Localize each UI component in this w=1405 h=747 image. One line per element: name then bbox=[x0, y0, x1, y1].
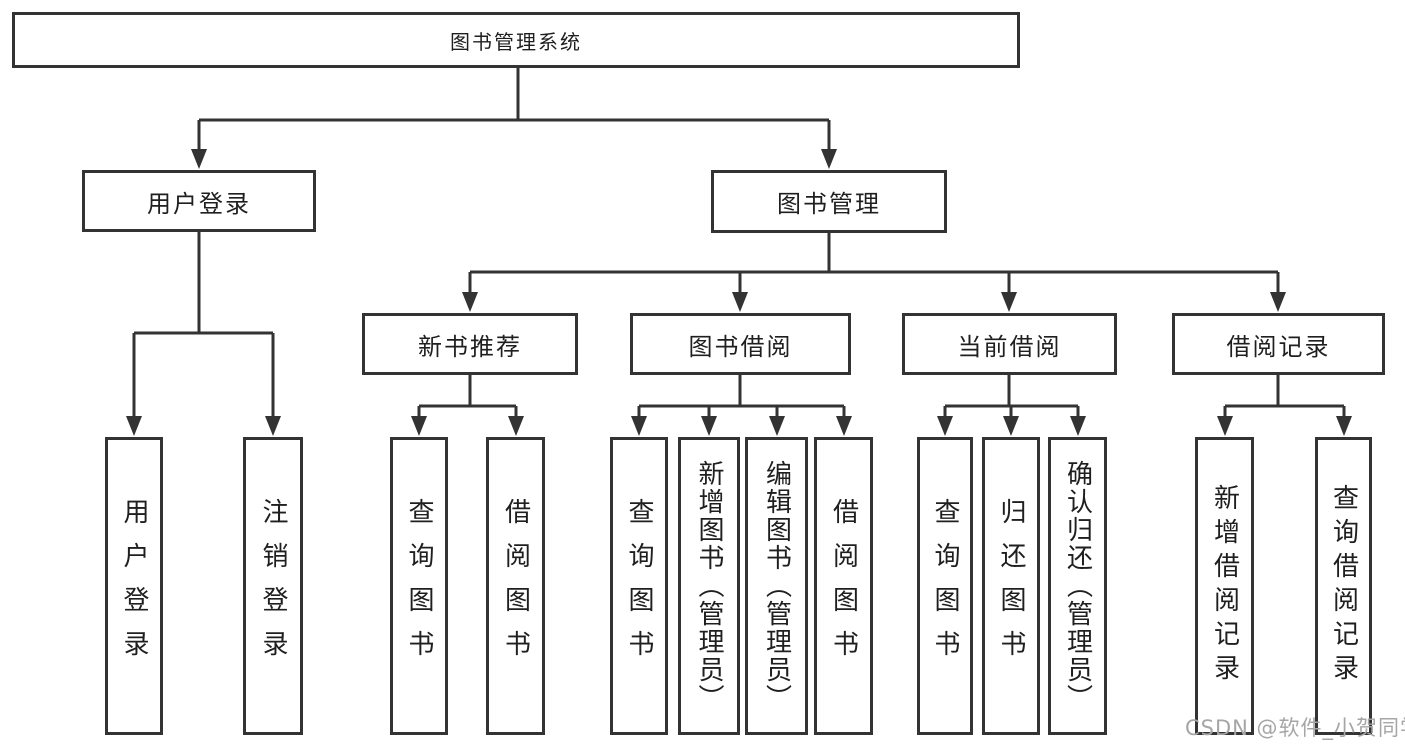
leaf-query-borrow-record: 查询借阅记录 bbox=[1315, 437, 1372, 735]
node-book-management: 图书管理 bbox=[711, 170, 947, 233]
leaf-logout: 注销登录 bbox=[243, 437, 303, 735]
leaf-borrow-books-borrow: 借阅图书 bbox=[814, 437, 873, 735]
node-library-system: 图书管理系统 bbox=[12, 12, 1020, 68]
leaf-query-books-new: 查询图书 bbox=[390, 437, 448, 735]
leaf-query-books-current: 查询图书 bbox=[917, 437, 973, 735]
node-user-login: 用户登录 bbox=[82, 170, 316, 232]
leaf-add-book-admin: 新增图书（管理员） bbox=[678, 437, 740, 735]
csdn-watermark: CSDN @软件_小贺同学 bbox=[1185, 716, 1405, 740]
leaf-query-books-borrow: 查询图书 bbox=[610, 437, 668, 735]
leaf-user-login: 用户登录 bbox=[105, 437, 163, 735]
leaf-add-borrow-record: 新增借阅记录 bbox=[1195, 437, 1254, 735]
leaf-borrow-books-new: 借阅图书 bbox=[486, 437, 545, 735]
leaf-confirm-return-admin: 确认归还（管理员） bbox=[1048, 437, 1107, 735]
leaf-return-books: 归还图书 bbox=[982, 437, 1040, 735]
leaf-edit-book-admin: 编辑图书（管理员） bbox=[745, 437, 808, 735]
node-current-borrowing: 当前借阅 bbox=[902, 313, 1117, 375]
node-book-borrowing: 图书借阅 bbox=[630, 313, 851, 375]
node-borrow-records: 借阅记录 bbox=[1172, 313, 1385, 375]
node-new-book-recommend: 新书推荐 bbox=[362, 313, 578, 375]
